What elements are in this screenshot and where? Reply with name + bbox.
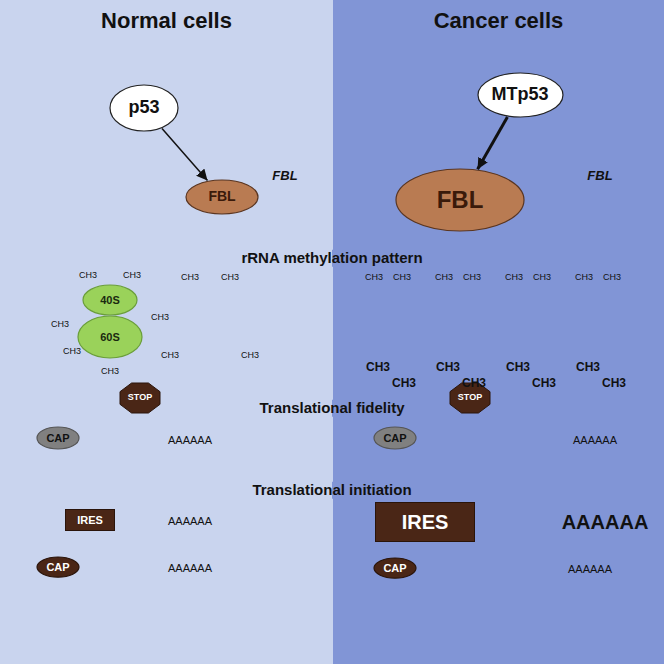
methyl-mark: CH3	[506, 361, 530, 374]
node-label: MTp53	[491, 85, 548, 105]
cap-oval: CAP	[373, 426, 417, 450]
node-label: p53	[128, 98, 159, 118]
node-label: 60S	[100, 331, 120, 343]
methyl-mark: CH3	[505, 273, 523, 283]
polya-tail: AAAAAA	[573, 434, 617, 446]
stop-sign: STOP	[120, 383, 160, 413]
methyl-mark: CH3	[462, 377, 486, 390]
protein-ellipse: p53	[109, 84, 179, 132]
methyl-mark: CH3	[151, 313, 169, 323]
methyl-mark: CH3	[51, 320, 69, 330]
node-label: CAP	[46, 432, 69, 444]
polya-tail: AAAAAA	[168, 562, 212, 574]
methyl-mark: CH3	[533, 273, 551, 283]
methyl-mark: CH3	[161, 351, 179, 361]
ellipse-outline	[186, 180, 258, 214]
ellipse-outline	[83, 285, 137, 315]
methyl-mark: CH3	[181, 273, 199, 283]
methyl-mark: CH3	[79, 271, 97, 281]
panel-cancer: Cancer cellsMTp53FBL STOP CAP IRES CAP	[333, 0, 664, 664]
rect-outline	[376, 503, 475, 542]
ires-box: IRES	[375, 502, 475, 542]
node-label: FBL	[437, 187, 484, 213]
methyl-mark: CH3	[221, 273, 239, 283]
methyl-mark: CH3	[393, 273, 411, 283]
cap-oval: CAP	[373, 557, 417, 579]
cap-oval: CAP	[36, 426, 80, 450]
node-label: 40S	[100, 294, 120, 306]
methyl-mark: CH3	[63, 347, 81, 357]
methyl-mark: CH3	[366, 361, 390, 374]
gene-name: FBL	[272, 169, 297, 183]
methyl-mark: CH3	[576, 361, 600, 374]
ellipse-outline	[374, 427, 416, 449]
node-label: STOP	[458, 393, 482, 403]
methyl-mark: CH3	[392, 377, 416, 390]
ribosome-subunit: 40S	[82, 284, 138, 316]
methyl-mark: CH3	[603, 273, 621, 283]
methyl-mark: CH3	[123, 271, 141, 281]
step-heading: Translational fidelity	[255, 400, 408, 417]
octagon-outline	[120, 383, 160, 413]
panel-heading: Normal cells	[0, 0, 333, 34]
protein-ellipse: FBL	[185, 179, 259, 215]
node-label: IRES	[77, 514, 103, 526]
cap-oval: CAP	[36, 556, 80, 578]
polya-tail: AAAAAA	[568, 563, 612, 575]
node-label: FBL	[208, 189, 235, 204]
node-label: IRES	[402, 511, 449, 533]
polya-tail: AAAAAA	[168, 434, 212, 446]
ribosome-subunit: 60S	[77, 315, 143, 359]
protein-ellipse: MTp53	[477, 72, 564, 118]
node-label: STOP	[128, 393, 152, 403]
rect-outline	[66, 510, 115, 531]
polya-tail: AAAAAA	[168, 515, 212, 527]
ellipse-outline	[78, 316, 142, 358]
methyl-mark: CH3	[436, 361, 460, 374]
ellipse-outline	[37, 427, 79, 449]
methyl-mark: CH3	[435, 273, 453, 283]
regulation-arrow	[162, 129, 207, 181]
methyl-mark: CH3	[575, 273, 593, 283]
node-label: CAP	[383, 432, 406, 444]
step-heading: Translational initiation	[248, 482, 415, 499]
node-label: CAP	[46, 561, 69, 573]
methyl-mark: CH3	[365, 273, 383, 283]
methyl-mark: CH3	[101, 367, 119, 377]
ellipse-outline	[374, 558, 416, 578]
ellipse-outline	[37, 557, 79, 577]
regulation-arrow	[478, 117, 508, 169]
ellipse-outline	[110, 85, 178, 131]
polya-tail: AAAAAA	[562, 511, 649, 533]
node-label: CAP	[383, 562, 406, 574]
ellipse-outline	[478, 73, 563, 117]
panel-heading: Cancer cells	[333, 0, 664, 34]
protein-ellipse: FBL	[395, 168, 525, 232]
gene-name: FBL	[587, 169, 612, 183]
ellipse-outline	[396, 169, 524, 231]
step-heading: rRNA methylation pattern	[237, 250, 426, 267]
methyl-mark: CH3	[241, 351, 259, 361]
ires-box: IRES	[65, 509, 115, 531]
methyl-mark: CH3	[532, 377, 556, 390]
methyl-mark: CH3	[463, 273, 481, 283]
methyl-mark: CH3	[602, 377, 626, 390]
panel-normal: Normal cells p53FBL 40S 60S STOP CAP IRES CAP	[0, 0, 333, 664]
